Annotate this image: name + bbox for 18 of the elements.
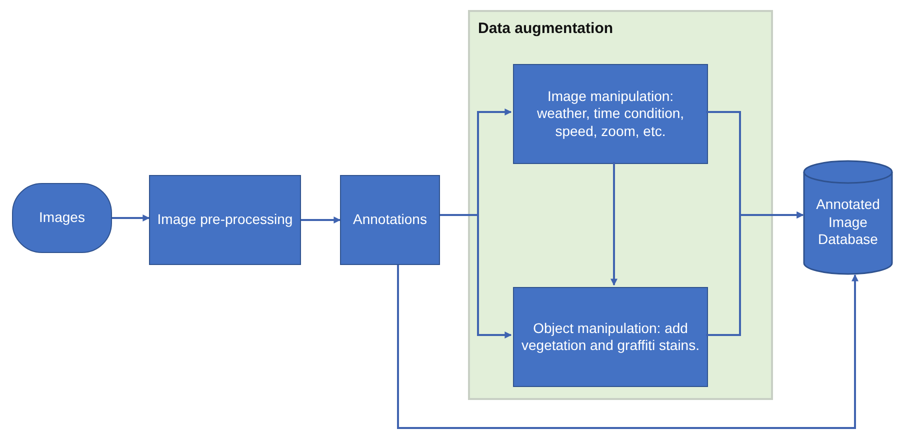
node-label: Object manipulation: add vegetation and graffiti stains.: [520, 320, 700, 354]
arrow: [397, 265, 858, 429]
arrow: [112, 214, 150, 222]
arrow: [610, 162, 618, 286]
node-label: Images: [39, 209, 85, 227]
node-label: Image manipulation: weather, time condition, speed, zoom, etc.: [536, 88, 686, 140]
group-panel: [468, 10, 773, 400]
node-label: Image pre-processing: [157, 211, 293, 229]
process-box: [149, 175, 301, 265]
process-box: [340, 175, 440, 265]
arrow: [706, 212, 804, 336]
arrow: [301, 216, 341, 224]
process-box: [513, 64, 708, 164]
process-box: [513, 287, 708, 387]
panel-title: Data augmentation: [478, 20, 614, 37]
node-label: Annotated Image Database: [815, 196, 881, 249]
terminal-shape: [12, 183, 112, 253]
node-label: Annotations: [353, 211, 427, 229]
